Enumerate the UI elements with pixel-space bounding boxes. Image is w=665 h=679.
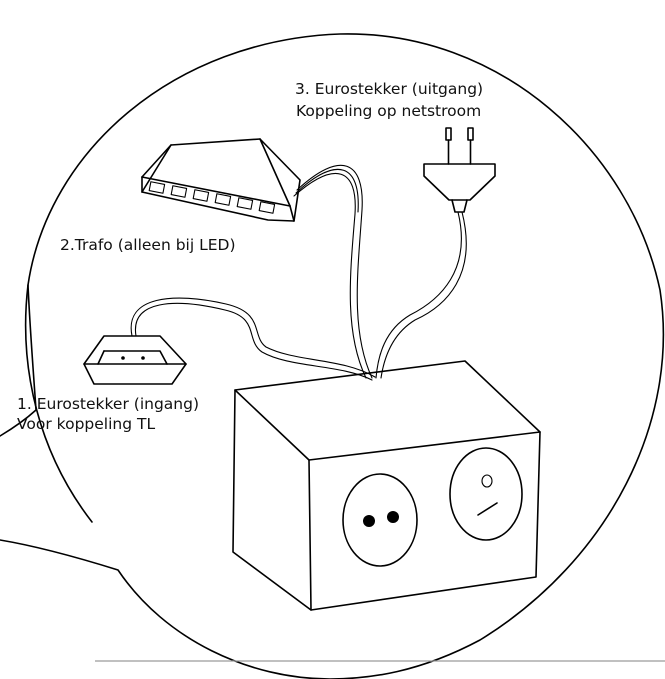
plug-output-sublabel: Koppeling op netstroom xyxy=(296,102,482,120)
trafo-icon xyxy=(141,138,301,222)
plug-input-sublabel: Voor koppeling TL xyxy=(17,415,156,433)
euro-plug-output-icon xyxy=(423,127,496,213)
junction-box-icon xyxy=(232,360,541,611)
callout-bubble xyxy=(0,33,665,679)
trafo-label: 2.Trafo (alleen bij LED) xyxy=(60,236,236,254)
power-socket-icon xyxy=(342,473,418,567)
callout-tail xyxy=(0,284,37,437)
cables xyxy=(130,164,467,381)
plug-input-label: 1. Eurostekker (ingang) xyxy=(17,395,199,413)
power-switch-icon xyxy=(449,447,523,541)
euro-socket-input-icon xyxy=(83,335,187,385)
plug-output-label: 3. Eurostekker (uitgang) xyxy=(295,80,484,98)
